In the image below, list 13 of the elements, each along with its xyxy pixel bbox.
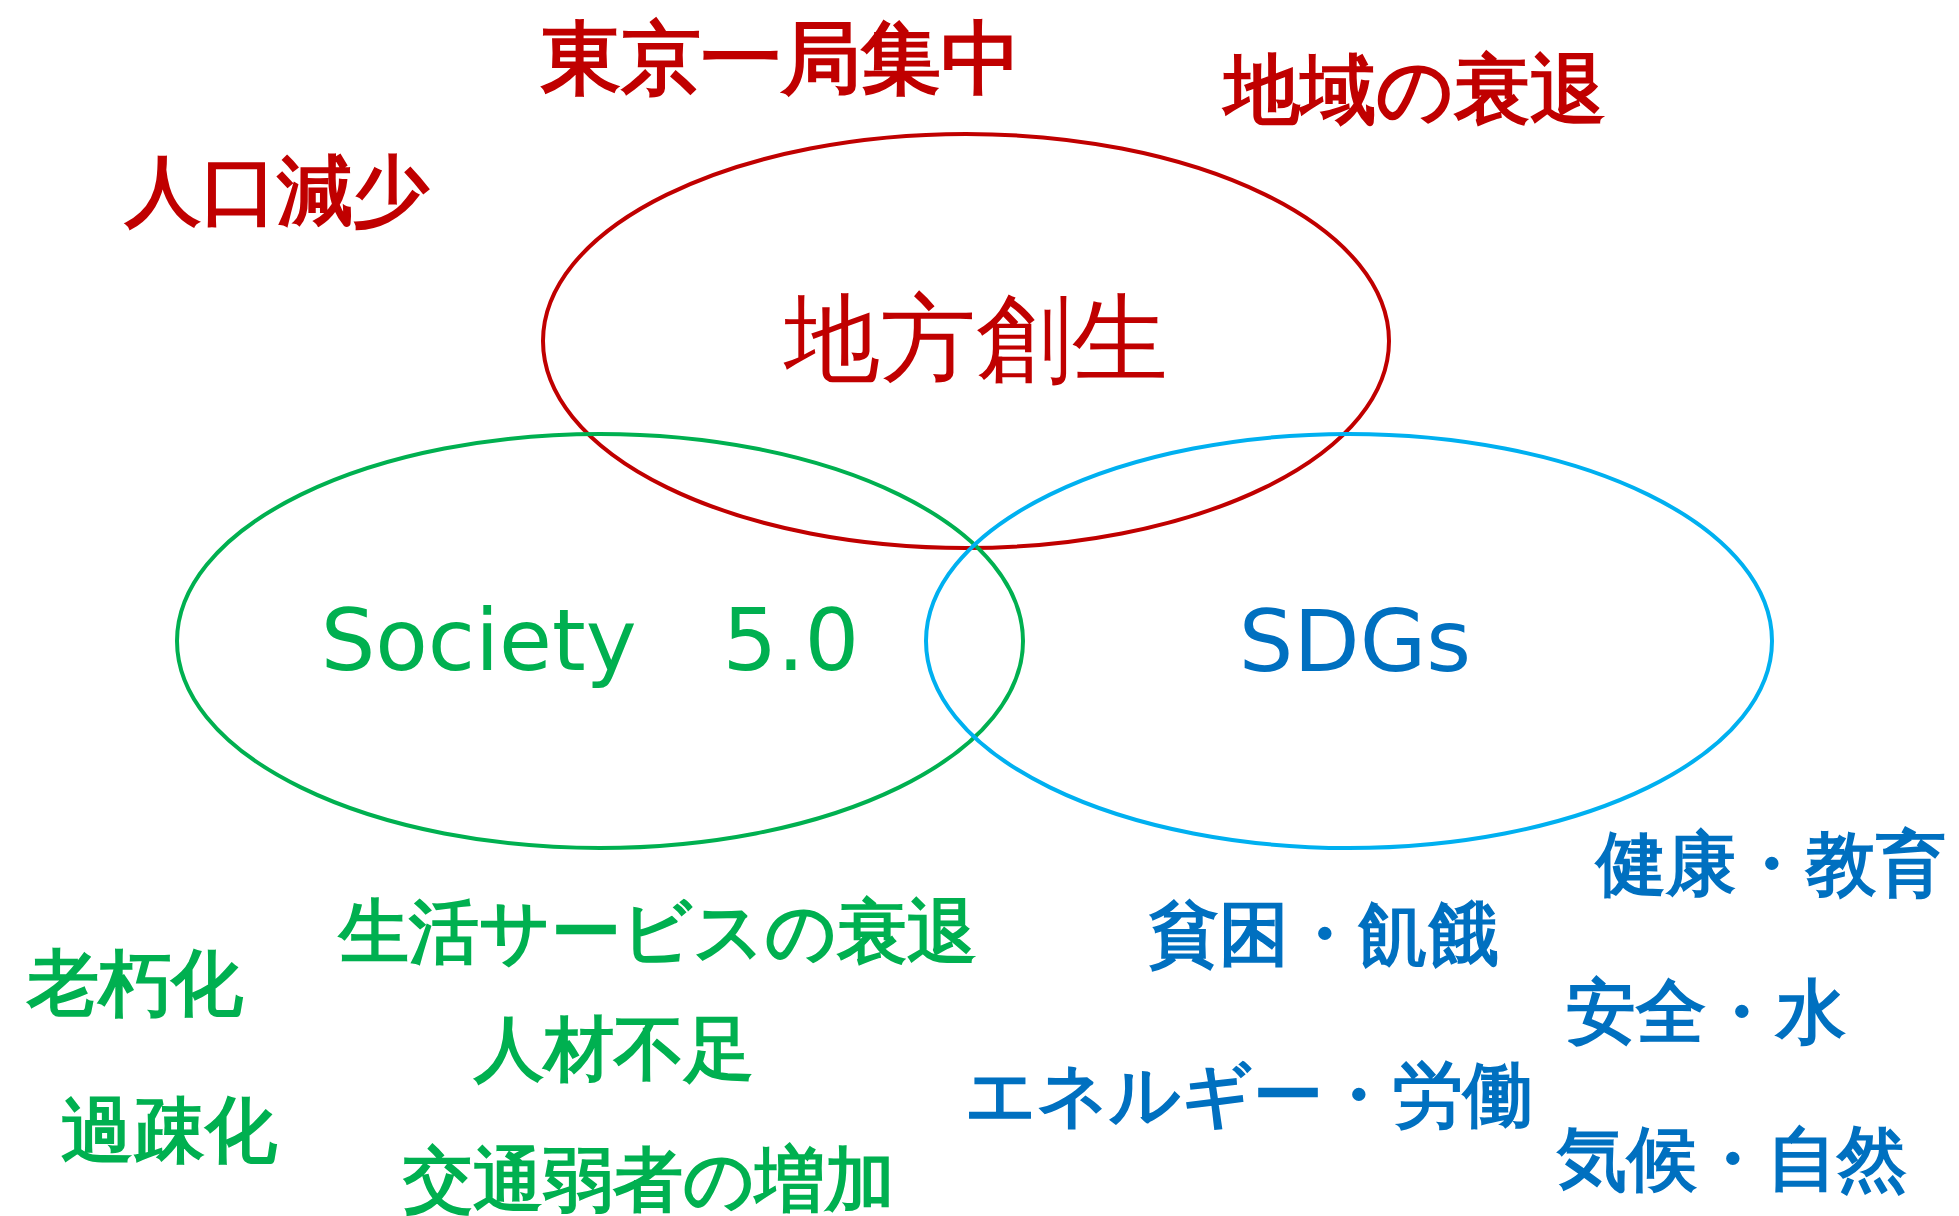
issue-label: 老朽化 (27, 947, 243, 1019)
issue-label: 地域の衰退 (1224, 52, 1606, 128)
circle-title: Society 5.0 (320, 588, 860, 692)
issue-label: エネルギー・労働 (965, 1060, 1533, 1130)
issue-label: 生活サービスの衰退 (339, 897, 977, 967)
circle-title: 地方創生 (784, 282, 1168, 397)
issue-label: 人口減少 (125, 153, 429, 229)
issue-label: 気候・自然 (1557, 1124, 1907, 1194)
issue-label: 人材不足 (474, 1014, 754, 1084)
issue-label: 安全・水 (1566, 977, 1846, 1047)
circle-title: SDGs (1238, 591, 1472, 691)
issue-label: 東京一局集中 (541, 19, 1021, 99)
issue-label: 過疎化 (61, 1094, 277, 1166)
